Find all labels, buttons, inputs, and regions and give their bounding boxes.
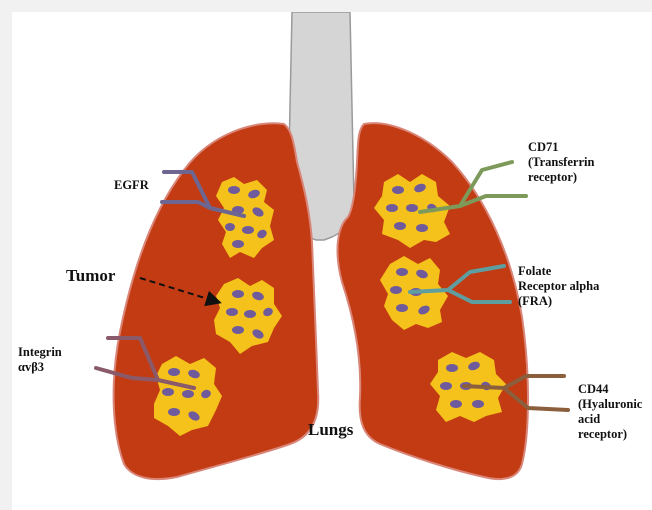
cd71-label-line3: receptor) (528, 170, 594, 185)
cd71-label-line2: (Transferrin (528, 155, 594, 170)
cd71-label-line1: CD71 (528, 140, 594, 155)
left-lung (114, 123, 319, 479)
egfr-label-text: EGFR (114, 178, 149, 193)
cd44-label-line4: receptor) (578, 427, 642, 442)
cd44-label-line3: acid (578, 412, 642, 427)
cd44-label-line2: (Hyaluronic (578, 397, 642, 412)
cd44-label: CD44 (Hyaluronic acid receptor) (578, 382, 642, 442)
integrin-label-line2: αvβ3 (18, 360, 62, 375)
tumor-label: Tumor (66, 266, 115, 286)
integrin-label-line1: Integrin (18, 345, 62, 360)
lungs-label: Lungs (308, 420, 353, 440)
folate-label-line3: (FRA) (518, 294, 599, 309)
cd71-label: CD71 (Transferrin receptor) (528, 140, 594, 185)
diagram-canvas: EGFR Tumor Integrin αvβ3 CD71 (Transferr… (12, 12, 652, 510)
egfr-label: EGFR (114, 178, 149, 193)
lungs-label-text: Lungs (308, 420, 353, 440)
folate-label-line2: Receptor alpha (518, 279, 599, 294)
folate-label-line1: Folate (518, 264, 599, 279)
integrin-label: Integrin αvβ3 (18, 345, 62, 375)
cd44-label-line1: CD44 (578, 382, 642, 397)
folate-label: Folate Receptor alpha (FRA) (518, 264, 599, 309)
tumor-label-text: Tumor (66, 266, 115, 286)
